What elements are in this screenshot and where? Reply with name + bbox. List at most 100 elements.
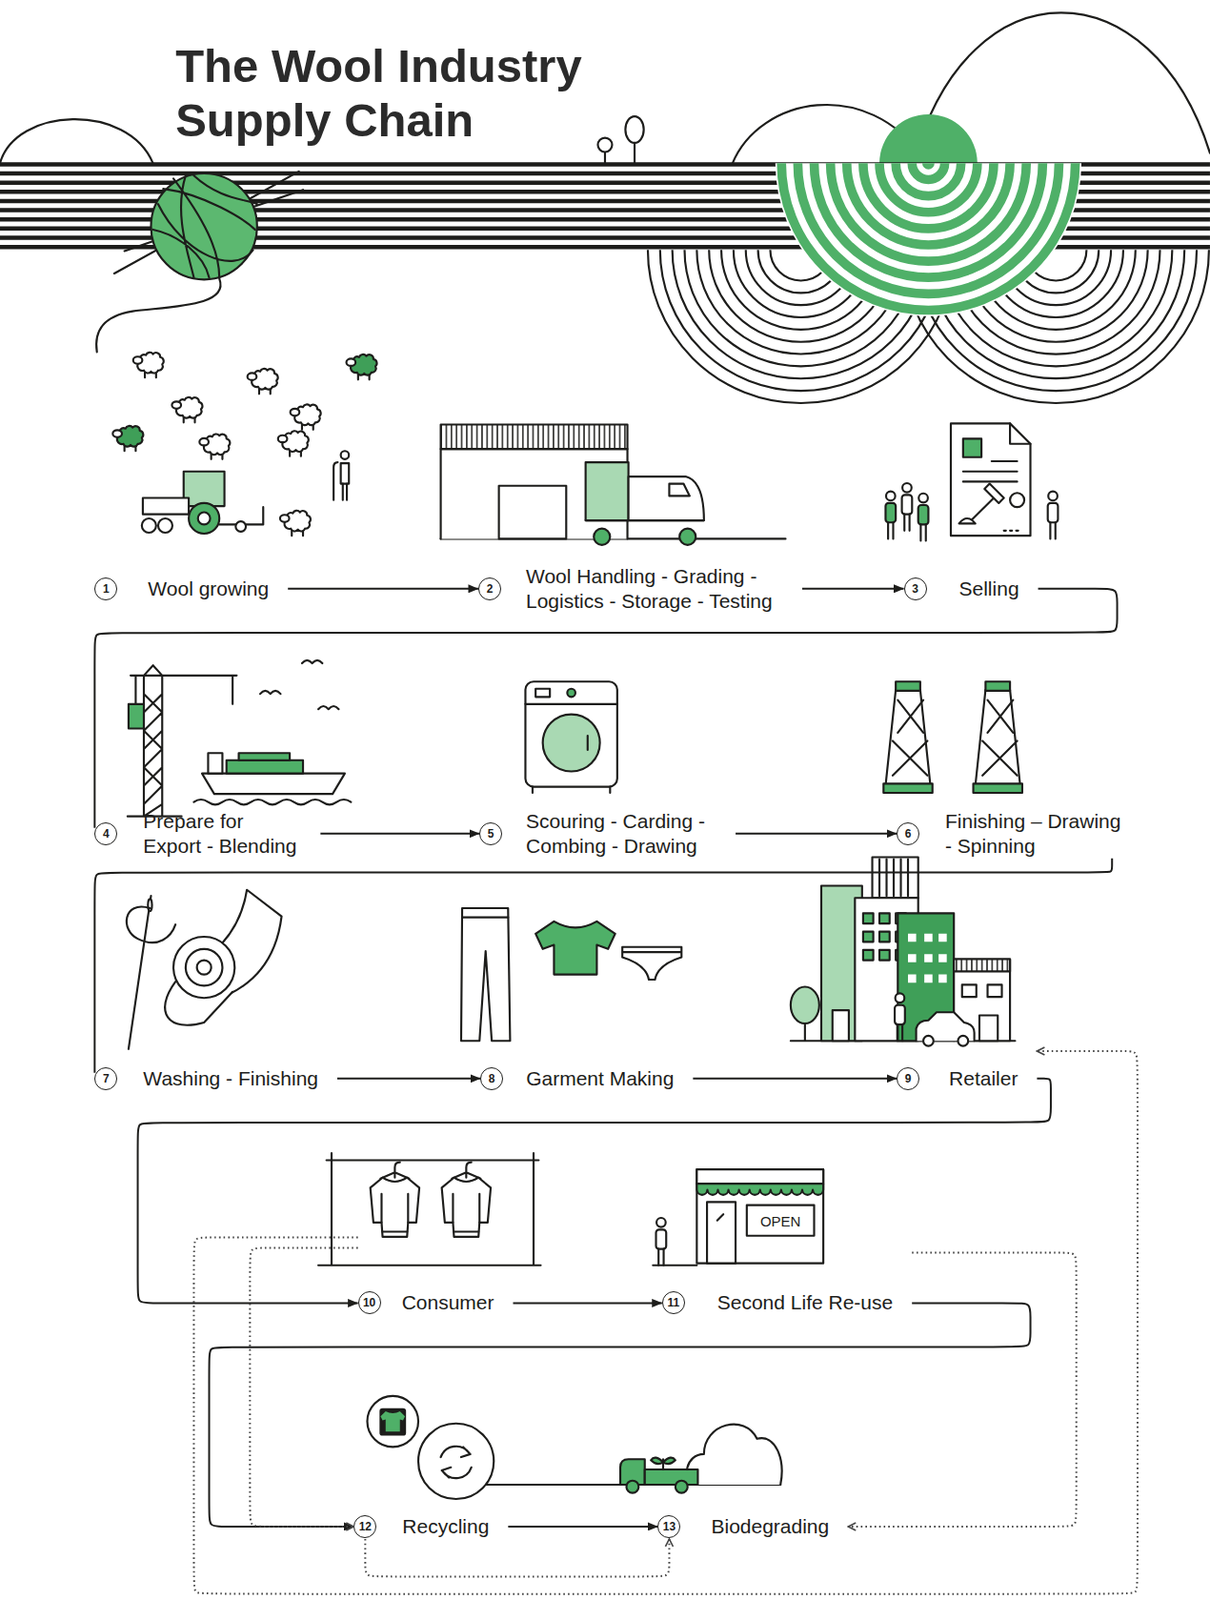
garment-shirt [380,1411,405,1432]
farmer-staff [333,462,347,501]
process-step: 3 Selling [904,576,1039,602]
warehouse-door [499,485,567,540]
flow-arrow [94,858,1112,1073]
step-number: 12 [353,1514,377,1538]
farmer-body [341,463,350,484]
birds [260,660,339,709]
step-number: 8 [480,1067,504,1090]
street-tree [790,986,820,1024]
truck-wheel [679,528,696,545]
step-number: 3 [904,577,928,601]
truck-wheel [675,1480,688,1493]
step-label: Second Life Re-use [717,1290,893,1315]
process-step: 13Biodegrading [657,1513,848,1539]
step-label: Prepare for Export - Blending [142,808,302,859]
truck-box [585,462,629,521]
document-fold [1009,423,1030,444]
waistband [462,916,508,919]
step-row: 11 Second Life Re-use [662,1290,893,1315]
clothesline [318,1152,541,1266]
flow-arrow [735,832,897,835]
shopper [656,1217,667,1266]
process-step: 10Consumer [358,1232,514,1315]
tree [625,116,644,143]
fabric-core [197,960,212,975]
diagram-title: The Wool Industry Supply Chain [175,39,624,148]
machine-display [535,688,550,698]
step-number: 1 [94,577,118,601]
document-lines [963,461,1018,482]
scouring-machine [524,681,617,787]
garment-tag [379,1408,406,1436]
yarn-tail [96,278,221,352]
shop-door [706,1201,736,1263]
truck-cab [628,476,705,521]
ring-backdrop [775,162,1082,317]
flow-arrow [513,1301,663,1304]
process-step: 11 Second Life Re-use [662,1242,912,1315]
garment-badge [366,1395,419,1448]
machine-knob [566,688,576,698]
shop-sign [746,1205,815,1236]
crane-load [128,704,144,729]
green-ring-core [922,162,935,169]
door-handle [586,735,589,750]
sale-document [950,423,1031,536]
warehouse-roof [441,423,628,449]
dotted-flow-arrow [249,1247,358,1527]
step-row: 10Consumer [358,1290,495,1315]
step-label: Selling [959,576,1020,602]
truck-window [668,484,689,497]
process-step: 9Retailer [896,1037,1037,1091]
dotted-flow-arrow [193,1050,1138,1594]
yarn-spool [973,681,1023,793]
ship-containers [239,752,291,760]
process-step: 6 Finishing – Drawing - Spinning [896,808,1146,859]
thread [126,907,176,944]
sheep [280,510,311,536]
fabric-roll [185,948,223,987]
process-step: 12 Recycling [353,1513,508,1539]
step-label: Recycling [402,1513,489,1539]
needle-eye [147,898,152,911]
sheep [112,425,143,451]
step-row: 9Retailer [896,1066,1018,1091]
cloud [686,1424,783,1485]
needle [128,895,152,1049]
truck-wheel [625,1480,639,1493]
machine-panel [524,704,617,793]
trailer-wheel [235,521,246,532]
step-number: 13 [657,1514,681,1538]
gavel-head [984,484,1004,504]
yarn-spool [883,681,932,793]
step-label: Retailer [948,1066,1018,1091]
tractor-hood [142,498,189,515]
step-row: 12 Recycling [353,1513,489,1539]
buyer [918,493,929,542]
flow-arrow [287,587,479,590]
step-row: 13Biodegrading [657,1513,829,1539]
step-number: 11 [662,1290,686,1314]
fabric-roll [173,936,235,998]
tractor-wheel [141,518,157,533]
sheep [171,397,202,423]
building-door [832,1009,849,1041]
flow-arrow [320,832,480,835]
flow-arrow [209,1302,1031,1527]
tractor-wheel [158,518,173,533]
document-stamp [963,438,982,457]
yarn-ball [150,173,257,280]
hill [0,119,154,163]
document-marks [959,518,1019,531]
step-number: 7 [94,1067,118,1090]
step-number: 6 [896,822,920,846]
flow-arrow [507,1525,658,1528]
step-row: 7Washing - Finishing [94,1066,319,1091]
step-label: Finishing – Drawing - Spinning [945,808,1127,859]
second-hand-shop [696,1169,824,1264]
step-row: 2Wool Handling - Grading - Logistics - S… [478,564,784,614]
step-row: 3 Selling [904,576,1020,602]
t-shirt [535,921,616,975]
farmer-head [341,450,350,460]
step-row: 5Scouring - Carding - Combing - Drawing [479,808,717,859]
